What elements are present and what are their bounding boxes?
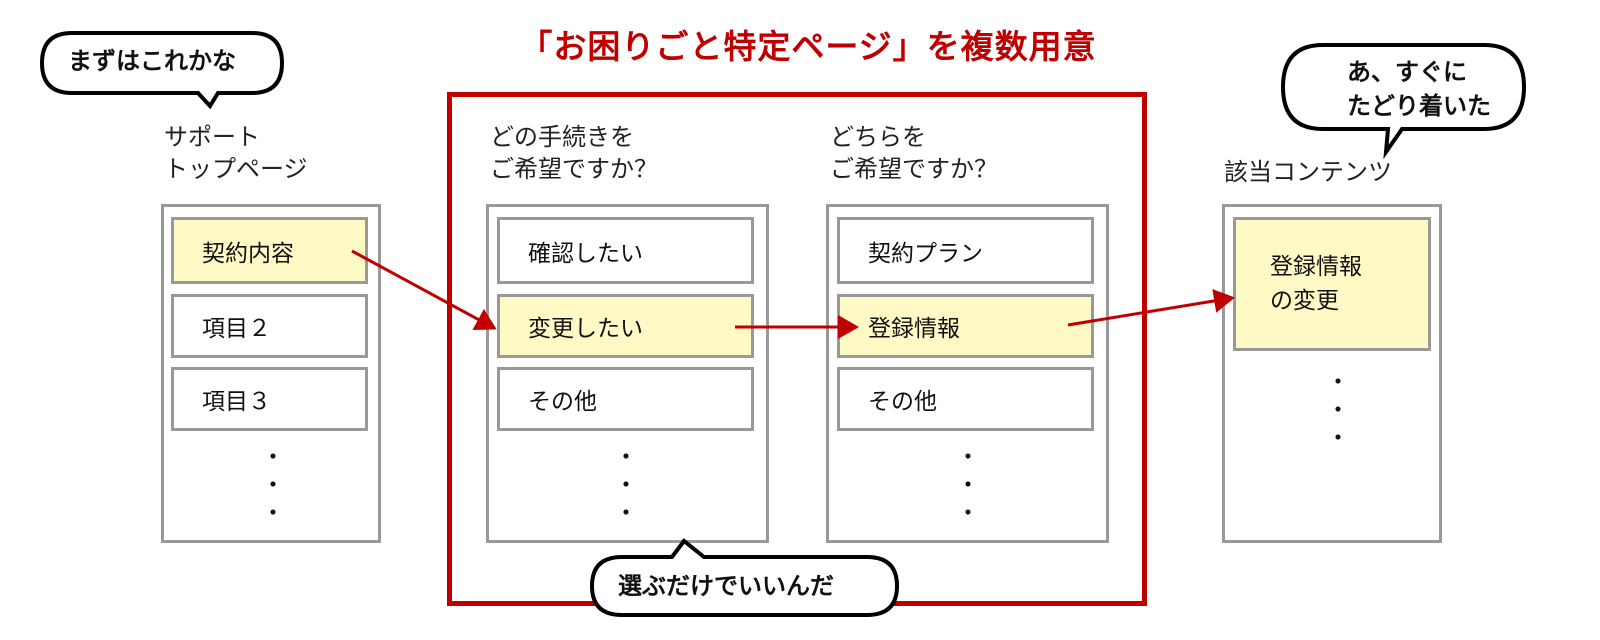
speech-bubble-start-text: まずはこれかな [68, 47, 236, 75]
menu-item-contract[interactable]: 契約内容 [171, 217, 368, 284]
option-contract-plan[interactable]: 契約プラン [837, 217, 1094, 284]
diagram-title: 「お困りごと特定ページ」を複数用意 [519, 27, 1097, 66]
speech-bubble-middle [589, 538, 900, 617]
content-registration-change[interactable]: 登録情報 の変更 [1233, 217, 1431, 351]
option-other[interactable]: その他 [497, 367, 754, 431]
speech-bubble-start [39, 31, 285, 110]
arrow-which-to-content [1067, 289, 1235, 327]
more-dots: ・ ・ ・ [261, 443, 285, 527]
option-confirm[interactable]: 確認したい [497, 217, 754, 284]
menu-item-2[interactable]: 項目２ [171, 294, 368, 358]
option-other[interactable]: その他 [837, 367, 1094, 431]
option-change[interactable]: 変更したい [497, 294, 754, 358]
more-dots: ・ ・ ・ [956, 443, 980, 527]
more-dots: ・ ・ ・ [1326, 368, 1350, 452]
arrow-top-to-procedure [351, 249, 497, 330]
column-label-which: どちらを ご希望ですか？ [830, 123, 998, 183]
more-dots: ・ ・ ・ [614, 443, 638, 527]
column-label-support-top: サポート トップページ [164, 123, 308, 183]
column-label-content: 該当コンテンツ [1224, 158, 1392, 186]
speech-bubble-end [1280, 43, 1527, 160]
speech-bubble-end-text: あ、すぐに たどり着いた [1347, 58, 1491, 120]
speech-bubble-middle-text: 選ぶだけでいいんだ [618, 572, 834, 600]
menu-item-3: 項目３ [171, 367, 368, 431]
column-label-procedure: どの手続きを ご希望ですか？ [490, 123, 658, 183]
